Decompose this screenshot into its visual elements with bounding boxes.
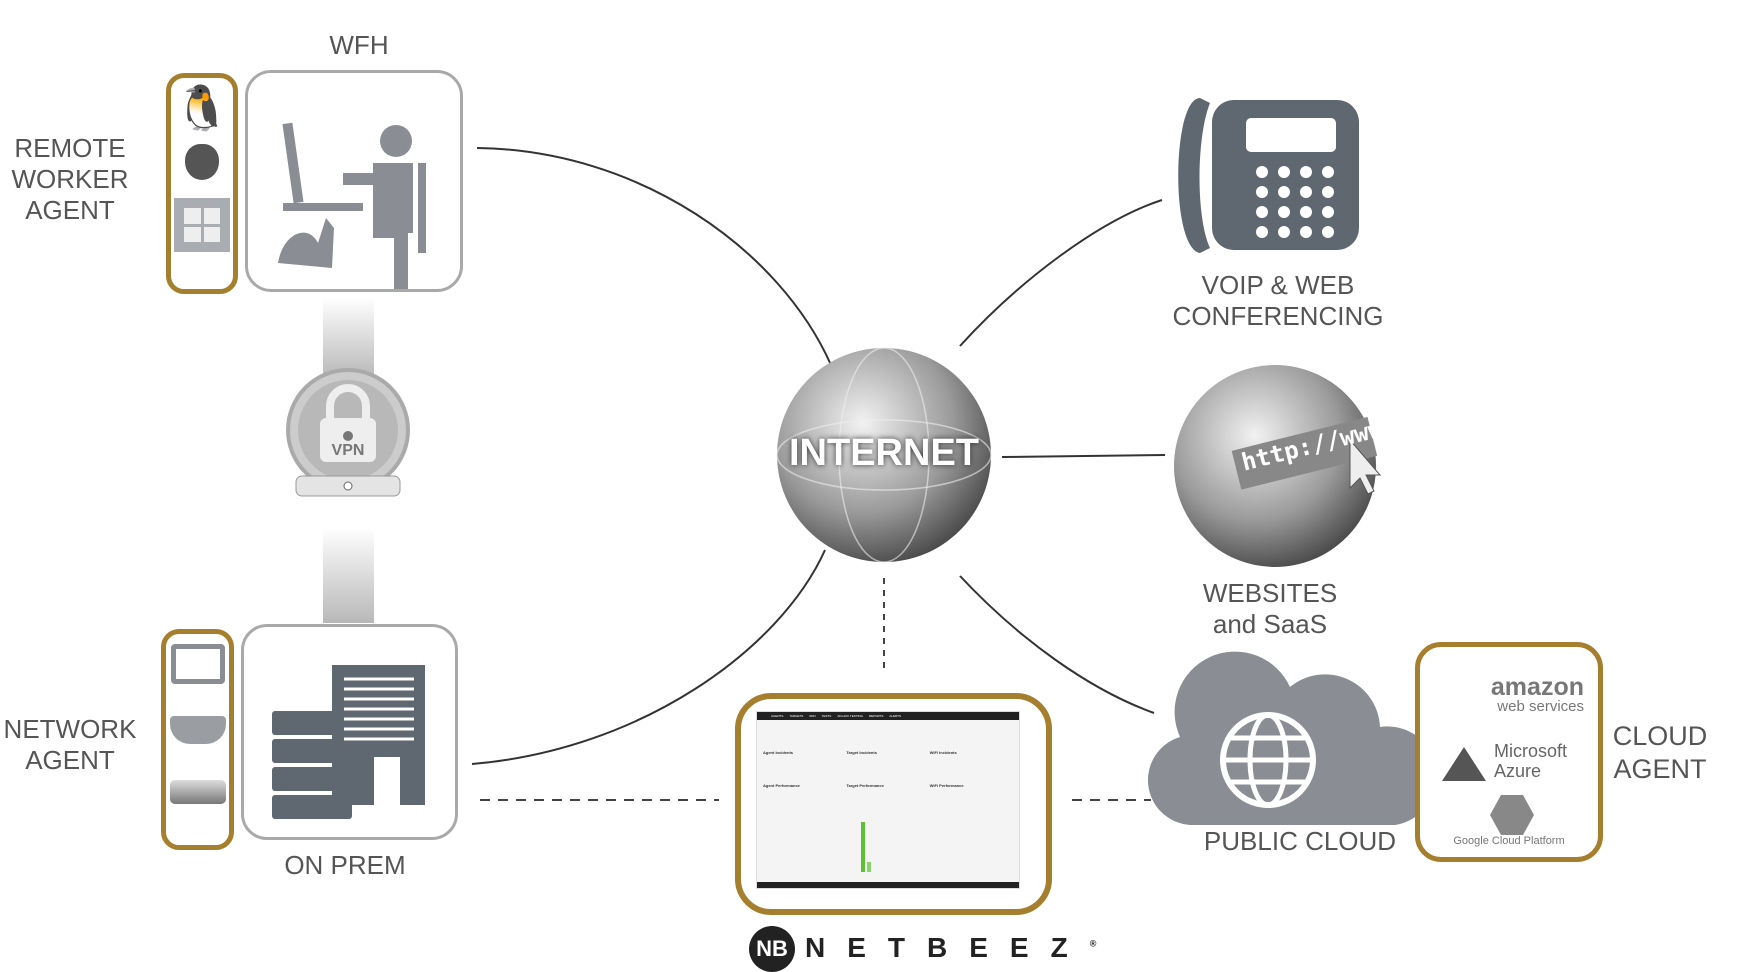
- voip-phone-icon: [1178, 98, 1359, 253]
- line-onprem: [471, 549, 826, 765]
- label-line: CONFERENCING: [1172, 301, 1384, 331]
- azure-name: Microsoft: [1494, 741, 1568, 761]
- building-server-icon: [272, 665, 425, 819]
- internet-label: INTERNET: [789, 432, 979, 474]
- public-cloud-label: PUBLIC CLOUD: [1203, 826, 1397, 856]
- apple-icon: [185, 144, 219, 180]
- nav-item: TESTS: [821, 714, 832, 718]
- nav-item: REPORTS: [868, 714, 884, 718]
- label-line: REMOTE: [14, 133, 126, 163]
- network-agent-label: NETWORK AGENT: [0, 714, 140, 776]
- nav-item: TARGETS: [789, 714, 804, 718]
- on-prem-box: [241, 624, 458, 840]
- section-title: Target Incidents: [846, 750, 877, 755]
- label-line: WORKER: [11, 164, 129, 194]
- dashboard-footer: [757, 882, 1019, 888]
- section-title: WiFi Performance: [929, 783, 964, 788]
- netbeez-dashboard-screenshot: AGENTS TARGETS WIFI TESTS AD-HOC TESTING…: [735, 693, 1052, 915]
- gcp-logo-icon: [1490, 795, 1534, 835]
- remote-worker-os-box: 🐧: [166, 73, 238, 294]
- label-line: and SaaS: [1212, 609, 1328, 639]
- section-title: Agent Incidents: [763, 750, 794, 755]
- aws-name: amazon: [1490, 673, 1584, 701]
- line-wfh: [476, 147, 832, 366]
- websites-label: WEBSITES and SaaS: [1170, 578, 1370, 640]
- vpn-tunnel-top: [323, 298, 374, 378]
- cloud-agent-label: CLOUD AGENT: [1610, 720, 1710, 786]
- line-websites: [1001, 454, 1166, 458]
- section-title: WiFi Incidents: [929, 750, 957, 755]
- network-agent-box: [161, 629, 234, 850]
- label-line: AGENT: [1613, 754, 1707, 784]
- registered-mark: ®: [1089, 938, 1097, 949]
- virtual-machine-icon: [170, 644, 225, 684]
- nav-item: AD-HOC TESTING: [837, 714, 863, 718]
- label-line: CLOUD: [1612, 721, 1708, 751]
- aws-logo: amazon web services: [1444, 675, 1584, 715]
- remote-worker-desk-icon: [278, 122, 426, 289]
- docker-icon: [169, 716, 226, 744]
- nav-item: ALERTS: [889, 714, 902, 718]
- vpn-lock-icon: [286, 368, 410, 497]
- wfh-label: WFH: [329, 30, 389, 60]
- gcp-label: Google Cloud Platform: [1453, 835, 1565, 847]
- label-line: VOIP & WEB: [1201, 270, 1355, 300]
- websites-globe-icon: [1174, 365, 1382, 567]
- label-line: AGENT: [25, 195, 115, 225]
- line-voip: [959, 199, 1163, 347]
- cloud-agent-box: amazon web services Microsoft Azure Goog…: [1415, 642, 1603, 862]
- linux-icon: 🐧: [174, 84, 230, 133]
- chart-bar: [861, 822, 865, 872]
- nav-item: WIFI: [809, 714, 816, 718]
- vpn-tunnel-bottom: [323, 528, 374, 623]
- label-line: WEBSITES: [1202, 578, 1338, 608]
- on-prem-label: ON PREM: [284, 850, 406, 880]
- label-line: AGENT: [25, 745, 115, 775]
- dashboard-preview: AGENTS TARGETS WIFI TESTS AD-HOC TESTING…: [756, 711, 1020, 889]
- netbeez-wordmark: NETBEEZ®: [805, 932, 1096, 964]
- public-cloud-icon: [1147, 651, 1438, 825]
- section-title: Agent Performance: [763, 783, 800, 788]
- hardware-appliance-icon: [169, 780, 226, 804]
- section-title: Target Performance: [846, 783, 884, 788]
- netbeez-logo-mark: NB: [749, 926, 795, 972]
- internet-globe-icon: [776, 347, 992, 563]
- dashboard-nav: AGENTS TARGETS WIFI TESTS AD-HOC TESTING…: [757, 712, 1019, 720]
- remote-worker-agent-label: REMOTE WORKER AGENT: [0, 133, 140, 226]
- line-cloud: [959, 575, 1155, 714]
- aws-subname: web services: [1497, 698, 1584, 715]
- brand-name: NETBEEZ: [805, 932, 1090, 963]
- azure-logo: Microsoft Azure: [1494, 741, 1567, 781]
- vpn-label: VPN: [331, 442, 365, 459]
- voip-label: VOIP & WEB CONFERENCING: [1160, 270, 1396, 332]
- wfh-box: [245, 70, 463, 292]
- azure-logo-icon: [1442, 747, 1486, 781]
- nav-item: AGENTS: [771, 714, 784, 718]
- label-line: NETWORK: [3, 714, 137, 744]
- chart-bar: [867, 862, 871, 872]
- azure-subname: Azure: [1494, 761, 1542, 781]
- windows-icon: [174, 198, 230, 252]
